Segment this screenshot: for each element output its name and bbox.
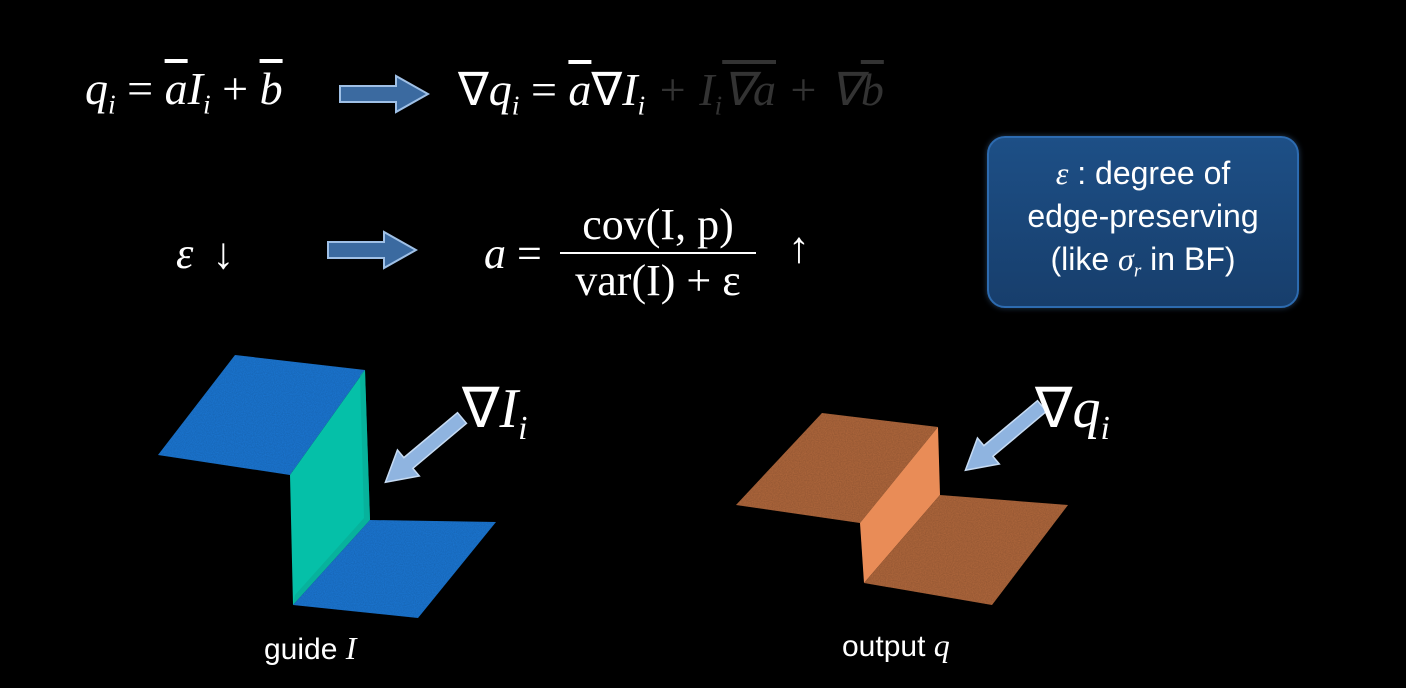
eq2-q-sub: i <box>511 89 520 121</box>
info-line-3: (like σr in BF) <box>989 238 1297 293</box>
grad-q-nabla: ∇ <box>1035 378 1073 440</box>
eq2-a-bar: a <box>568 64 592 115</box>
output-caption: output q <box>842 627 950 664</box>
eq1-plus: + <box>222 63 249 114</box>
down-arrow-icon: ↓ <box>212 229 235 278</box>
eq2-nabla: ∇ <box>458 64 489 115</box>
output-gradient-pointer-arrow <box>964 399 1048 472</box>
eq3-a: a <box>484 229 506 278</box>
eq1-q: q <box>85 63 108 114</box>
grad-I-nabla: ∇ <box>462 378 500 440</box>
grad-q-sub: i <box>1100 409 1110 447</box>
eq3-numerator: cov(I, p) <box>582 200 734 249</box>
implies-arrow-2 <box>327 230 418 270</box>
eq3-denominator: var(I) + ε <box>575 256 741 305</box>
guide-caption-var: I <box>345 630 357 666</box>
implies-arrow-1 <box>339 74 430 114</box>
grad-I-sub: i <box>518 409 528 447</box>
eq2-faded-I: + I <box>656 64 715 115</box>
eq2-faded-terms: + Ii∇a + ∇b <box>656 64 884 121</box>
info-line-2: edge-preserving <box>1027 197 1259 234</box>
eq2-faded-plus: + ∇ <box>787 64 861 115</box>
grad-q-var: q <box>1072 378 1101 440</box>
equation-linear-model: qi = aIi + b <box>85 62 283 121</box>
epsilon-info-box: ε : degree of edge-preserving (like σr i… <box>987 136 1299 308</box>
output-caption-var: q <box>933 627 950 663</box>
eq2-q: q <box>488 64 512 115</box>
eq1-b-bar: b <box>259 63 283 114</box>
output-step-surface <box>736 413 1068 605</box>
epsilon-symbol: ε <box>176 229 194 278</box>
eq2-faded-b: b <box>860 64 884 115</box>
eq2-equals: = <box>530 64 557 115</box>
up-arrow-icon: ↑ <box>788 223 810 272</box>
eq2-faded-grad-a: ∇a <box>722 64 776 115</box>
info-line-3-pre: (like <box>1050 240 1119 277</box>
info-sigma-sub: r <box>1133 260 1142 282</box>
eq1-a-bar: a <box>164 63 188 114</box>
fraction-bar <box>560 252 756 254</box>
guide-step-face <box>290 370 370 605</box>
eq2-faded-I-sub: i <box>714 89 723 121</box>
guide-step-surface <box>158 355 496 618</box>
output-caption-text: output <box>842 630 934 663</box>
grad-q-label: ∇qi <box>1035 376 1110 448</box>
equation-gradient: ∇qi = a∇Ii + Ii∇a + ∇b <box>458 62 884 122</box>
info-line-1-text: : degree of <box>1068 154 1231 191</box>
guide-caption: guide I <box>264 630 356 667</box>
output-step-face <box>860 427 940 583</box>
eq1-equals: = <box>127 63 154 114</box>
eq2-nabla-2: ∇ <box>591 64 623 115</box>
guide-gradient-pointer-arrow <box>384 411 468 484</box>
eq1-q-sub: i <box>108 88 116 120</box>
eq3-equals: = <box>517 229 542 278</box>
guide-caption-text: guide <box>264 633 346 666</box>
info-epsilon: ε <box>1055 154 1069 191</box>
info-line-1: ε : degree of <box>989 152 1297 195</box>
eq2-I: I <box>622 64 638 115</box>
grad-I-label: ∇Ii <box>462 376 527 448</box>
eq1-I-sub: i <box>202 88 211 120</box>
grad-I-var: I <box>499 378 519 440</box>
epsilon-decrease: ε ↓ <box>176 228 234 279</box>
eq1-I: I <box>187 63 203 114</box>
info-line-3-post: in BF) <box>1141 240 1236 277</box>
info-sigma: σ <box>1118 240 1134 277</box>
eq2-I-sub: i <box>637 89 646 121</box>
